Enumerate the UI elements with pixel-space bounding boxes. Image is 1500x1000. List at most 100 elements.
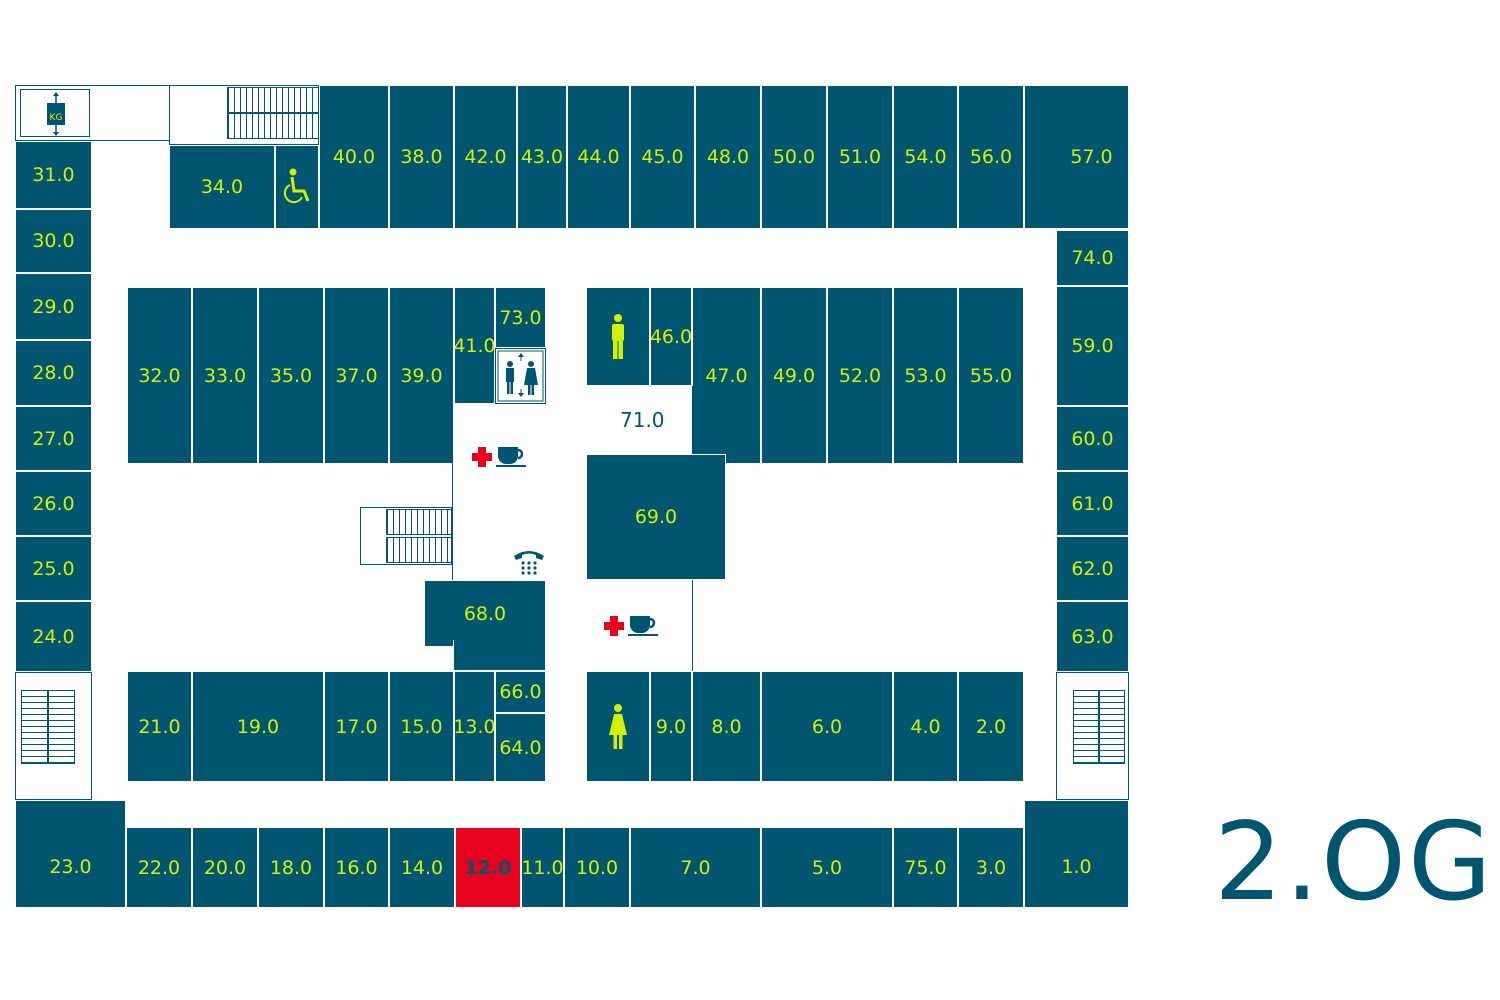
room-55[interactable]: 55.0 [958,287,1024,464]
room-7[interactable]: 7.0 [630,827,761,908]
room-51[interactable]: 51.0 [827,85,893,229]
room-label: 68.0 [463,602,507,625]
room-31[interactable]: 31.0 [15,141,92,209]
divider-center-right [692,580,693,672]
room-15[interactable]: 15.0 [389,671,454,782]
female-toilet[interactable] [586,671,650,782]
room-9[interactable]: 9.0 [650,671,692,782]
room-41[interactable]: 41.0 [453,287,496,404]
room-27[interactable]: 27.0 [15,406,92,471]
room-13[interactable]: 13.0 [453,671,496,782]
room-64[interactable]: 64.0 [495,713,546,782]
room-23[interactable]: 23.0 [15,800,126,908]
room-label: 17.0 [335,715,378,738]
room-29[interactable]: 29.0 [15,273,92,340]
room-19[interactable]: 19.0 [192,671,324,782]
room-8[interactable]: 8.0 [692,671,761,782]
room-5[interactable]: 5.0 [761,827,893,908]
room-label: 63.0 [1071,625,1114,648]
room-label: 8.0 [711,715,742,738]
room-label: 13.0 [453,715,496,738]
room-38[interactable]: 38.0 [389,85,454,229]
room-1[interactable]: 1.0 [1024,800,1129,908]
stairs-right-b [1099,690,1125,764]
room-12-highlighted[interactable]: 12.0 [455,827,521,908]
room-42[interactable]: 42.0 [454,85,517,229]
room-16[interactable]: 16.0 [324,827,389,908]
room-45[interactable]: 45.0 [630,85,695,229]
room-39[interactable]: 39.0 [389,287,454,464]
room-24[interactable]: 24.0 [15,601,92,672]
room-37[interactable]: 37.0 [324,287,389,464]
divider-71 [692,386,693,464]
room-label: 61.0 [1071,492,1114,515]
room-4[interactable]: 4.0 [893,671,958,782]
room-30[interactable]: 30.0 [15,209,92,273]
room-label: 74.0 [1071,247,1114,269]
room-66[interactable]: 66.0 [495,671,546,713]
room-68[interactable]: 68.0 [424,580,546,647]
room-60[interactable]: 60.0 [1056,406,1129,471]
room-6[interactable]: 6.0 [761,671,893,782]
room-44[interactable]: 44.0 [567,85,630,229]
room-18[interactable]: 18.0 [258,827,324,908]
room-label: 6.0 [811,715,843,738]
room-26[interactable]: 26.0 [15,471,92,536]
room-59[interactable]: 59.0 [1056,286,1129,406]
room-14[interactable]: 14.0 [389,827,455,908]
room-label: 7.0 [680,856,711,879]
room-label: 15.0 [400,715,443,738]
room-46[interactable]: 46.0 [650,287,692,386]
room-label: 54.0 [904,146,947,168]
room-73[interactable]: 73.0 [495,287,546,348]
room-56[interactable]: 56.0 [958,85,1024,229]
room-33[interactable]: 33.0 [192,287,258,464]
room-21[interactable]: 21.0 [127,671,192,782]
room-75[interactable]: 75.0 [893,827,958,908]
room-52[interactable]: 52.0 [827,287,893,464]
room-62[interactable]: 62.0 [1056,536,1129,601]
room-11[interactable]: 11.0 [521,827,564,908]
room-32[interactable]: 32.0 [127,287,192,464]
room-48[interactable]: 48.0 [695,85,761,229]
room-53[interactable]: 53.0 [893,287,958,464]
room-label: 75.0 [904,856,947,879]
room-61[interactable]: 61.0 [1056,471,1129,536]
male-toilet-icon [612,313,624,359]
room-69[interactable]: 69.0 [586,454,726,580]
room-22[interactable]: 22.0 [126,827,192,908]
room-17[interactable]: 17.0 [324,671,389,782]
room-label: 10.0 [575,856,619,879]
room-71-label[interactable]: 71.0 [620,408,665,432]
room-label: 5.0 [811,856,843,879]
stairs-left-b [48,690,75,764]
room-25[interactable]: 25.0 [15,536,92,601]
room-35[interactable]: 35.0 [258,287,324,464]
room-label: 26.0 [32,492,75,515]
room-label: 64.0 [499,736,542,759]
room-74[interactable]: 74.0 [1056,230,1129,286]
room-label: 45.0 [641,146,684,168]
room-49[interactable]: 49.0 [761,287,827,464]
accessible-toilet[interactable] [275,145,319,229]
stairs-left-a [21,690,48,764]
room-63[interactable]: 63.0 [1056,601,1129,672]
female-toilet-icon [609,703,627,749]
room-57[interactable]: 57.0 [1024,85,1129,229]
stairs-top-upper [227,87,319,113]
room-47[interactable]: 47.0 [692,287,761,464]
room-50[interactable]: 50.0 [761,85,827,229]
elevator[interactable] [495,348,546,404]
room-34[interactable]: 34.0 [169,145,275,229]
room-3[interactable]: 3.0 [958,827,1024,908]
male-toilet[interactable] [586,287,650,386]
room-40[interactable]: 40.0 [319,85,389,229]
room-20[interactable]: 20.0 [192,827,258,908]
room-2[interactable]: 2.0 [958,671,1024,782]
room-10[interactable]: 10.0 [564,827,630,908]
room-label: 30.0 [32,230,75,252]
room-label: 40.0 [332,146,376,168]
room-54[interactable]: 54.0 [893,85,958,229]
room-43[interactable]: 43.0 [517,85,567,229]
room-28[interactable]: 28.0 [15,340,92,406]
